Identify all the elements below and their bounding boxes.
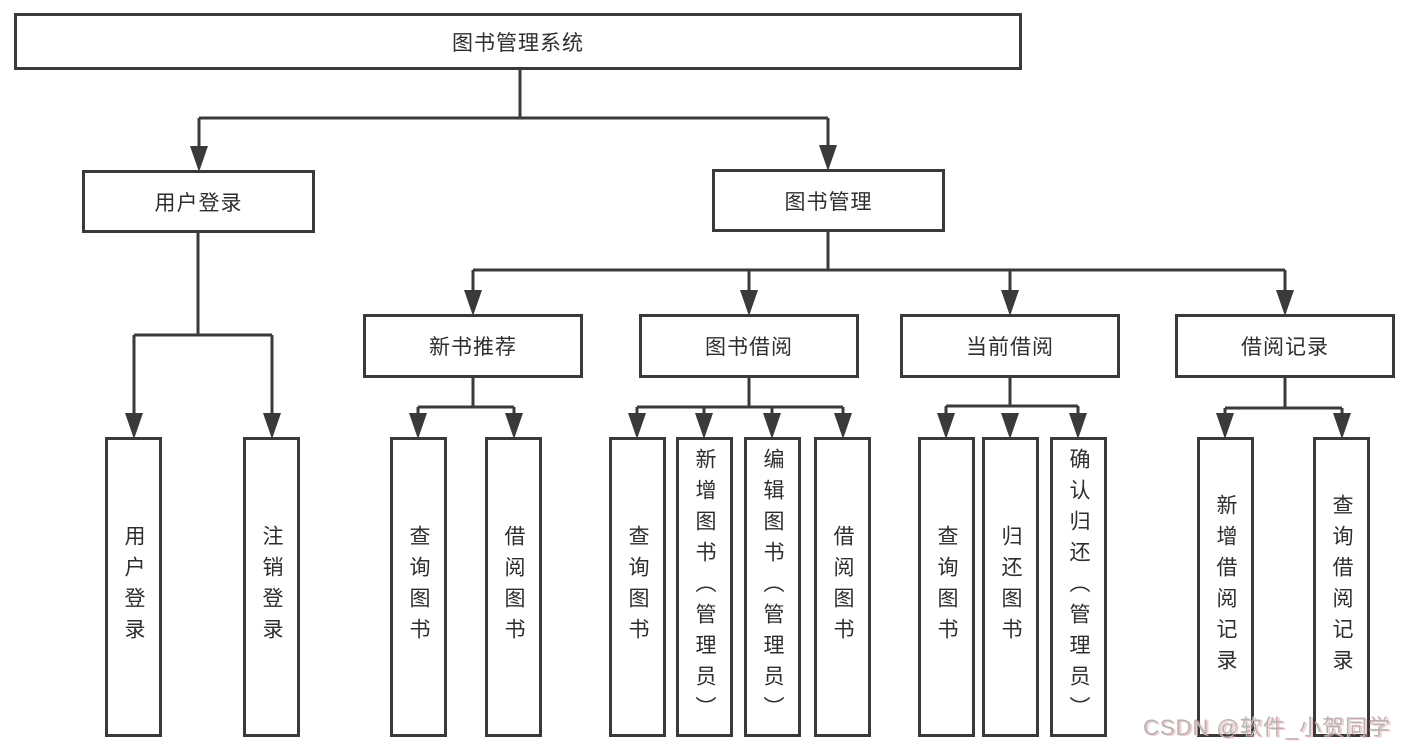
arrowhead <box>628 413 646 439</box>
arrowhead <box>409 413 427 439</box>
node-new-book-recommend: 新书推荐 <box>363 314 583 378</box>
arrowhead <box>190 146 208 172</box>
arrowhead <box>464 290 482 316</box>
connector-borrow-records-to-leaves <box>1216 378 1351 439</box>
node-root-label: 图书管理系统 <box>452 31 584 55</box>
node-current-borrow: 当前借阅 <box>900 314 1120 378</box>
node-book-borrow-label: 图书借阅 <box>705 336 793 359</box>
leaf-query-book-borrow-label: 查询图书 <box>626 525 649 649</box>
leaf-borrow-book: 借阅图书 <box>814 437 871 737</box>
node-current-borrow-label: 当前借阅 <box>966 336 1054 359</box>
leaf-return-book-label: 归还图书 <box>999 525 1022 649</box>
node-user-login-label: 用户登录 <box>154 191 243 215</box>
arrowhead <box>1216 413 1234 439</box>
leaf-logout-label: 注销登录 <box>260 525 283 649</box>
connector-root-to-level1 <box>190 70 837 172</box>
leaf-add-borrow-record: 新增借阅记录 <box>1197 437 1254 737</box>
node-borrow-records: 借阅记录 <box>1175 314 1395 378</box>
csdn-watermark: CSDN @软件_小贺同学 <box>1142 715 1391 740</box>
leaf-query-book-recommend: 查询图书 <box>390 437 447 737</box>
arrowhead <box>505 413 523 439</box>
leaf-edit-book-admin: 编辑图书（管理员） <box>744 437 801 737</box>
arrowhead <box>937 413 955 439</box>
leaf-user-login-label: 用户登录 <box>122 525 145 649</box>
leaf-edit-book-admin-label: 编辑图书（管理员） <box>761 447 784 727</box>
leaf-query-book-borrow: 查询图书 <box>609 437 666 737</box>
leaf-borrow-book-label: 借阅图书 <box>831 525 854 649</box>
arrowhead <box>1001 290 1019 316</box>
leaf-add-book-admin-label: 新增图书（管理员） <box>693 447 716 727</box>
leaf-add-book-admin: 新增图书（管理员） <box>676 437 733 737</box>
leaf-borrow-book-recommend: 借阅图书 <box>485 437 542 737</box>
arrowhead <box>740 290 758 316</box>
connector-user-login-to-leaves <box>125 233 281 439</box>
leaf-logout: 注销登录 <box>243 437 300 737</box>
arrowhead <box>1001 413 1019 439</box>
connector-book-borrow-to-leaves <box>628 378 852 439</box>
arrowhead <box>1069 413 1087 439</box>
node-book-management: 图书管理 <box>712 169 945 232</box>
leaf-borrow-book-recommend-label: 借阅图书 <box>502 525 525 649</box>
node-user-login: 用户登录 <box>82 170 315 233</box>
arrowhead <box>125 413 143 439</box>
leaf-return-book: 归还图书 <box>982 437 1039 737</box>
leaf-add-borrow-record-label: 新增借阅记录 <box>1214 494 1237 680</box>
leaf-user-login: 用户登录 <box>105 437 162 737</box>
leaf-confirm-return-admin: 确认归还（管理员） <box>1050 437 1107 737</box>
node-book-management-label: 图书管理 <box>784 190 873 214</box>
arrowhead <box>1333 413 1351 439</box>
arrowhead <box>763 413 781 439</box>
arrowhead <box>834 413 852 439</box>
arrowhead <box>819 145 837 171</box>
connector-new-book-recommend-to-leaves <box>409 378 523 439</box>
node-book-borrow: 图书借阅 <box>639 314 859 378</box>
leaf-confirm-return-admin-label: 确认归还（管理员） <box>1067 447 1090 727</box>
node-root: 图书管理系统 <box>14 13 1022 70</box>
arrowhead <box>263 413 281 439</box>
arrowhead <box>695 413 713 439</box>
connector-current-borrow-to-leaves <box>937 378 1087 439</box>
leaf-query-borrow-record: 查询借阅记录 <box>1313 437 1370 737</box>
arrowhead <box>1276 290 1294 316</box>
leaf-query-book-current-label: 查询图书 <box>935 525 958 649</box>
leaf-query-book-current: 查询图书 <box>918 437 975 737</box>
leaf-query-book-recommend-label: 查询图书 <box>407 525 430 649</box>
connector-book-management-to-level2 <box>464 232 1294 316</box>
node-borrow-records-label: 借阅记录 <box>1241 336 1329 359</box>
leaf-query-borrow-record-label: 查询借阅记录 <box>1330 494 1353 680</box>
node-new-book-recommend-label: 新书推荐 <box>429 336 517 359</box>
